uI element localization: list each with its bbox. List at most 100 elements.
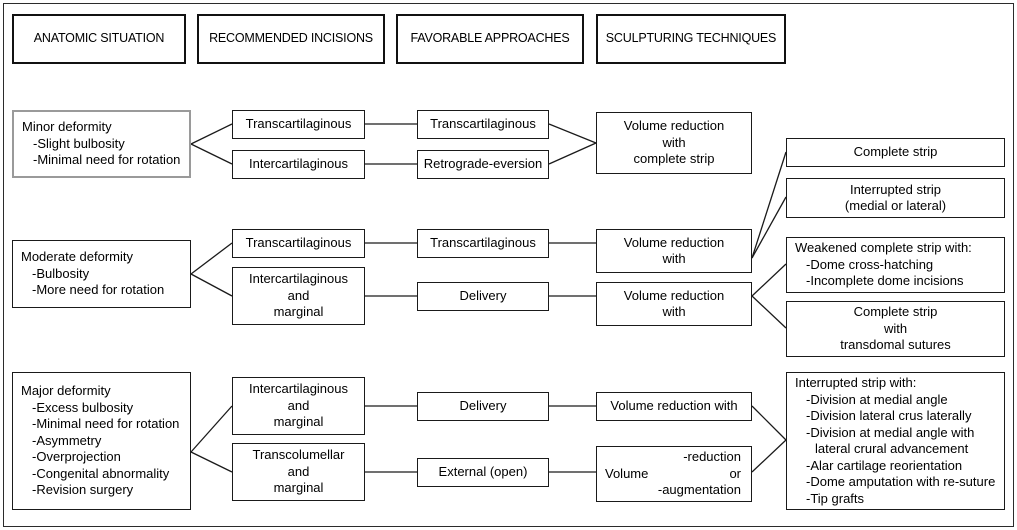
approach-moderate-transcartilaginous: Transcartilaginous: [417, 229, 549, 258]
node-line: Interrupted strip: [849, 181, 942, 197]
outcome-interrupted-strip-with: Interrupted strip with: -Division at med…: [786, 372, 1005, 510]
connector-major-split-top: [190, 405, 233, 453]
node-line: and: [287, 287, 310, 303]
outcome-bullet: -Division at medial angle: [806, 391, 948, 407]
situation-title: Major deformity: [21, 383, 111, 399]
header-anatomic-situation: ANATOMIC SITUATION: [12, 14, 186, 64]
situation-bullet: -Overprojection: [32, 449, 121, 465]
situation-bullet: -Slight bulbosity: [33, 135, 125, 151]
node-line: Complete strip: [853, 304, 938, 320]
outcome-bullet: -Division lateral crus laterally: [806, 408, 972, 423]
situation-bullet: -Asymmetry: [32, 432, 102, 448]
node-line: and: [287, 463, 310, 479]
header-label: FAVORABLE APPROACHES: [410, 31, 570, 46]
node-line: with: [662, 304, 686, 319]
node-label: Delivery: [459, 398, 507, 414]
connector-major-tech1-merge: [751, 405, 787, 441]
outcome-bullet: -Division at medial angle with: [806, 424, 975, 440]
connector-moderate-split-bottom: [190, 273, 233, 297]
approach-minor-transcartilaginous: Transcartilaginous: [417, 110, 549, 139]
node-line: Volume reduction: [623, 287, 725, 303]
approach-moderate-delivery: Delivery: [417, 282, 549, 311]
connector-tech-to-complete-strip: [751, 151, 787, 259]
connector-minor-merge-bottom: [548, 142, 597, 165]
approach-major-external-open: External (open): [417, 458, 549, 487]
node-line: Volume reduction with: [610, 398, 738, 414]
node-line: (medial or lateral): [844, 198, 947, 213]
node-line: transdomal sutures: [840, 337, 951, 353]
incision-major-intercartilaginous-marginal: Intercartilaginous and marginal: [232, 377, 365, 435]
situation-title: Minor deformity: [22, 119, 112, 135]
header-favorable-approaches: FAVORABLE APPROACHES: [396, 14, 584, 64]
outcome-complete-strip-transdomal-sutures: Complete strip with transdomal sutures: [786, 301, 1005, 357]
situation-bullet: -Revision surgery: [32, 482, 134, 498]
node-label: Transcartilaginous: [430, 235, 536, 251]
outcome-bullet: lateral crural advancement: [815, 441, 969, 456]
outcome-interrupted-strip: Interrupted strip (medial or lateral): [786, 178, 1005, 218]
node-line: Volume reduction: [623, 118, 725, 134]
technique-minor-volume-reduction-complete-strip: Volume reduction with complete strip: [596, 112, 752, 174]
node-line: Complete strip: [853, 144, 938, 160]
node-line: Intercartilaginous: [249, 271, 348, 287]
connector-minor-split-top: [190, 123, 233, 145]
node-label: Transcartilaginous: [245, 116, 352, 132]
situation-title: Moderate deformity: [21, 249, 133, 265]
situation-moderate-deformity: Moderate deformity -Bulbosity -More need…: [12, 240, 191, 308]
header-sculpturing-techniques: SCULPTURING TECHNIQUES: [596, 14, 786, 64]
incision-minor-transcartilaginous: Transcartilaginous: [232, 110, 365, 139]
situation-major-deformity: Major deformity -Excess bulbosity -Minim…: [12, 372, 191, 510]
situation-bullet: -Minimal need for rotation: [33, 152, 181, 168]
situation-minor-deformity: Minor deformity -Slight bulbosity -Minim…: [12, 110, 191, 178]
incision-moderate-transcartilaginous: Transcartilaginous: [232, 229, 365, 258]
node-label: Transcartilaginous: [430, 116, 536, 132]
connector-minor-split-bottom: [190, 143, 233, 165]
incision-major-transcolumellar-marginal: Transcolumellar and marginal: [232, 443, 365, 501]
incision-moderate-intercartilaginous-marginal: Intercartilaginous and marginal: [232, 267, 365, 325]
connector-minor-merge-top: [548, 123, 597, 144]
outcome-bullet: -Tip grafts: [806, 490, 865, 506]
node-line: Volume: [605, 465, 649, 481]
approach-major-delivery: Delivery: [417, 392, 549, 421]
connector-tech-to-weakened-strip: [751, 263, 787, 297]
situation-bullet: -Minimal need for rotation: [32, 416, 180, 432]
outcome-title: Weakened complete strip with:: [795, 240, 972, 256]
node-line: Transcartilaginous: [245, 235, 352, 251]
node-label: Retrograde-eversion: [423, 156, 543, 172]
technique-moderate-volume-reduction-upper: Volume reduction with: [596, 229, 752, 273]
node-line: and: [287, 397, 310, 413]
situation-bullet: -More need for rotation: [32, 282, 165, 298]
incision-minor-intercartilaginous: Intercartilaginous: [232, 150, 365, 179]
node-line: marginal: [273, 414, 324, 430]
node-line: with: [662, 251, 686, 266]
approach-minor-retrograde-eversion: Retrograde-eversion: [417, 150, 549, 179]
node-line: or: [729, 465, 741, 481]
outcome-complete-strip: Complete strip: [786, 138, 1005, 167]
node-label: Intercartilaginous: [249, 156, 348, 172]
technique-major-volume-reduction-with: Volume reduction with: [596, 392, 752, 421]
header-label: RECOMMENDED INCISIONS: [209, 31, 373, 46]
node-label: Delivery: [459, 288, 507, 304]
connector-tech-to-transdomal: [751, 295, 787, 329]
node-line: complete strip: [633, 151, 715, 167]
volume-options: -reduction or -augmentation: [648, 449, 745, 499]
situation-bullet: -Excess bulbosity: [32, 399, 134, 415]
outcome-bullet: -Alar cartilage reorientation: [806, 457, 963, 473]
connector-major-split-bottom: [190, 451, 233, 473]
node-line: Volume reduction: [623, 234, 725, 250]
node-line: with: [883, 320, 908, 336]
node-label: External (open): [438, 464, 528, 480]
node-line: Intercartilaginous: [249, 381, 348, 397]
node-line: marginal: [273, 480, 324, 496]
connector-moderate-split-top: [190, 242, 233, 275]
technique-major-volume-reduction-or-augmentation: Volume -reduction or -augmentation: [596, 446, 752, 502]
node-line: Transcolumellar: [252, 447, 345, 463]
connector-tech-to-interrupted-strip: [751, 196, 787, 259]
situation-bullet: -Bulbosity: [32, 265, 90, 281]
node-line: marginal: [273, 304, 324, 320]
header-label: SCULPTURING TECHNIQUES: [605, 31, 777, 46]
node-line: -augmentation: [657, 482, 741, 498]
situation-bullet: -Congenital abnormality: [32, 465, 170, 481]
outcome-weakened-complete-strip: Weakened complete strip with: -Dome cros…: [786, 237, 1005, 293]
